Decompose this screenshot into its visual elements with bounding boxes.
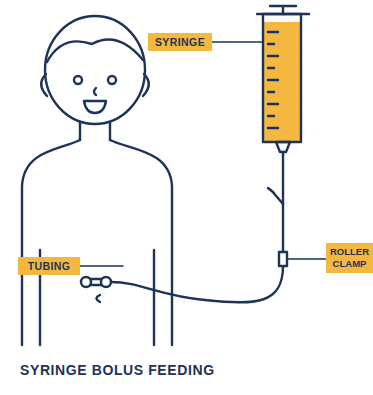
arm-line — [153, 250, 155, 345]
body-outline — [22, 140, 80, 345]
mouth — [84, 101, 106, 113]
callout-label: ROLLER CLAMP — [326, 243, 373, 273]
neck-line — [79, 122, 81, 140]
nose — [94, 88, 96, 95]
y-port — [268, 188, 283, 204]
leader-line — [287, 258, 326, 260]
body-outline — [110, 140, 172, 345]
leader-line — [212, 41, 263, 43]
syringe-tip — [276, 142, 290, 152]
feeding-port — [81, 277, 91, 287]
syringe-liquid — [263, 22, 301, 142]
label-text: TUBING — [23, 260, 75, 272]
eye — [74, 76, 82, 84]
ear — [41, 74, 47, 96]
feeding-port — [91, 279, 101, 285]
roller-clamp-symbol — [279, 252, 287, 266]
eye — [108, 76, 116, 84]
callout-label: TUBING — [18, 257, 80, 275]
ear — [143, 74, 149, 96]
syringe-barrel — [263, 14, 301, 142]
leader-line — [80, 265, 123, 267]
label-text: ROLLER CLAMP — [328, 246, 371, 270]
hair-line — [47, 40, 143, 62]
navel — [97, 295, 101, 302]
head-outline — [45, 16, 145, 124]
graduation-marks — [268, 32, 278, 128]
diagram-title: SYRINGE BOLUS FEEDING — [20, 362, 215, 378]
feeding-port — [101, 277, 111, 287]
callout-label: SYRINGE — [148, 33, 212, 51]
tube-line — [111, 266, 283, 302]
label-text: SYRINGE — [153, 36, 207, 48]
neck-line — [109, 122, 111, 140]
